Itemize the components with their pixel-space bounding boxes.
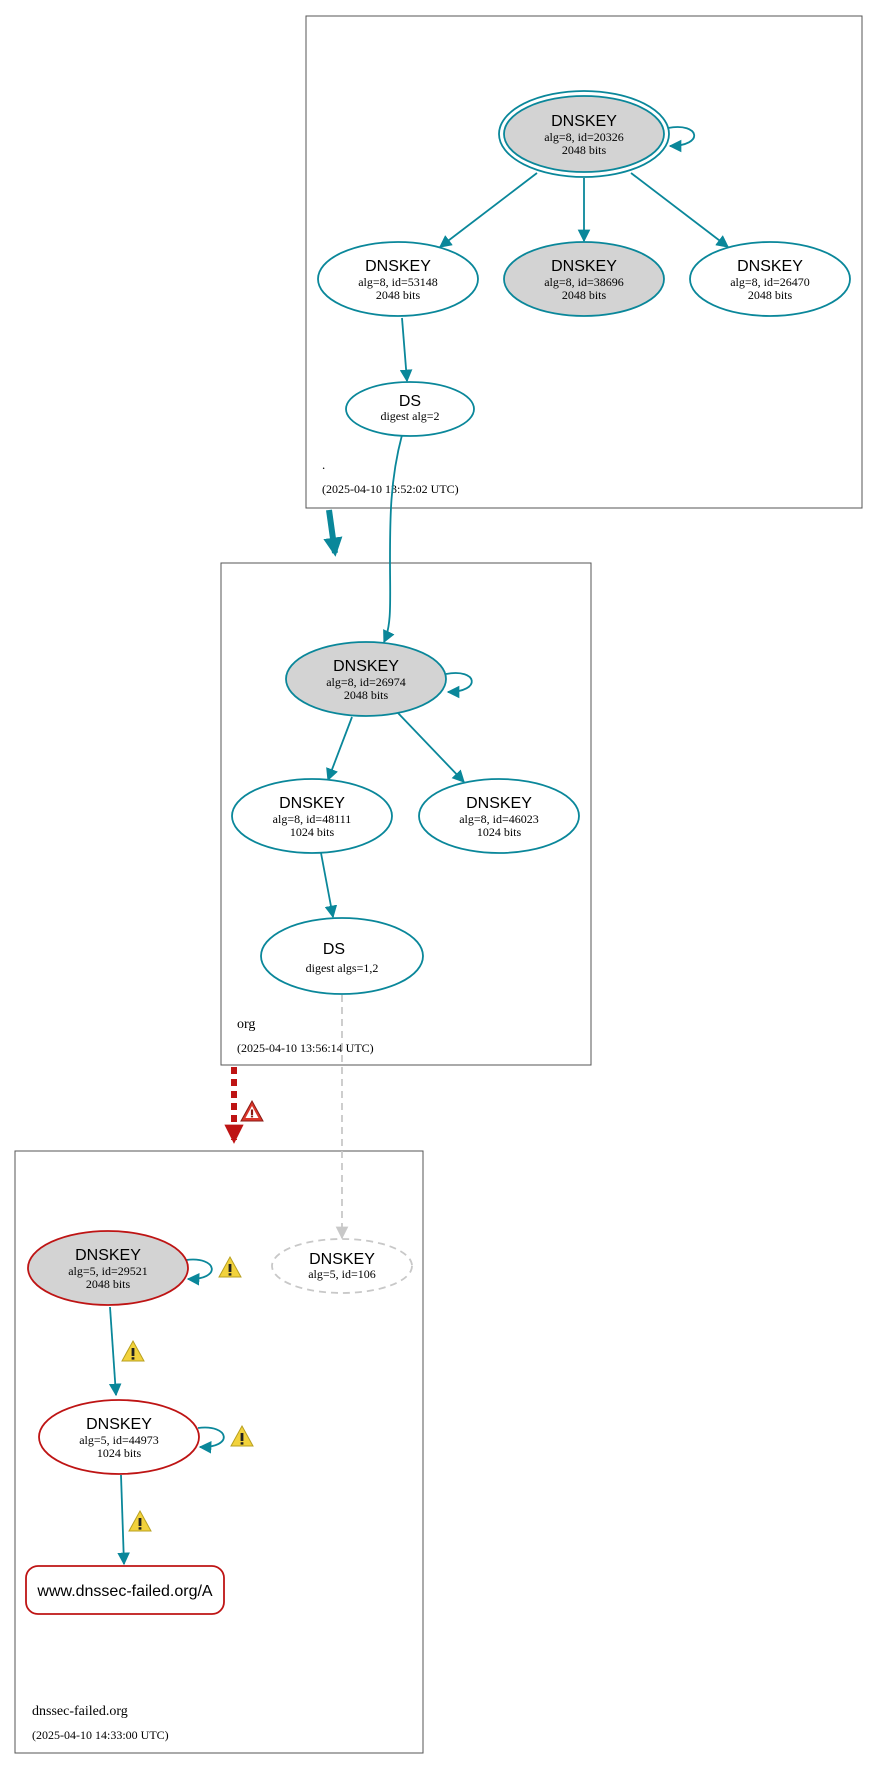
node-title: DNSKEY: [551, 258, 617, 275]
warning-icon: [128, 1510, 152, 1532]
edge-delegation-root-to-org: [323, 509, 343, 557]
node-detail: alg=5, id=44973: [79, 1433, 159, 1447]
node-detail: digest algs=1,2: [306, 961, 379, 975]
edge-failed-zsk-to-rrset: [117, 1474, 130, 1566]
edge-root-ksk-to-26470: [630, 172, 730, 248]
node-org-key-48111[interactable]: DNSKEY alg=8, id=48111 1024 bits: [231, 778, 393, 854]
node-root-ds[interactable]: DS digest alg=2: [345, 381, 475, 437]
edge-root-ds-to-org-ksk: [383, 434, 403, 644]
node-title: DNSKEY: [737, 258, 803, 275]
edge-failed-ksk-to-zsk: [108, 1306, 122, 1397]
zone-org-name: org: [237, 1017, 255, 1032]
node-root-key-53148[interactable]: DNSKEY alg=8, id=53148 2048 bits: [317, 241, 479, 317]
node-detail: 2048 bits: [748, 288, 793, 302]
warning-icon: [230, 1425, 254, 1447]
node-detail: alg=8, id=26470: [730, 275, 810, 289]
node-detail: alg=5, id=106: [308, 1267, 376, 1281]
node-title: DNSKEY: [279, 795, 345, 812]
node-detail: alg=8, id=20326: [544, 130, 624, 144]
node-org-key-46023[interactable]: DNSKEY alg=8, id=46023 1024 bits: [418, 778, 580, 854]
node-detail: digest alg=2: [380, 409, 439, 423]
node-title: DNSKEY: [333, 658, 399, 675]
zone-dnssec-failed: dnssec-failed.org (2025-04-10 14:33:00 U…: [14, 1150, 424, 1754]
node-org-ds[interactable]: DS digest algs=1,2: [260, 917, 424, 995]
edge-org-ksk-to-46023: [397, 712, 465, 783]
node-title: www.dnssec-failed.org/A: [36, 1583, 213, 1600]
warning-icon: [121, 1340, 145, 1362]
node-detail: alg=8, id=38696: [544, 275, 624, 289]
edges: [108, 126, 730, 1566]
node-detail: 2048 bits: [562, 143, 607, 157]
node-detail: 2048 bits: [86, 1277, 131, 1291]
node-detail: alg=8, id=46023: [459, 812, 539, 826]
edge-root-ksk-to-53148: [438, 172, 538, 248]
node-root-key-38696[interactable]: DNSKEY alg=8, id=38696 2048 bits: [503, 241, 665, 317]
zone-root-timestamp: (2025-04-10 13:52:02 UTC): [322, 482, 459, 496]
zone-org: org (2025-04-10 13:56:14 UTC): [220, 562, 592, 1066]
node-title: DNSKEY: [466, 795, 532, 812]
node-title: DNSKEY: [75, 1247, 141, 1264]
zone-root-name: .: [322, 457, 325, 472]
node-title: DS: [323, 941, 345, 958]
node-detail: 2048 bits: [376, 288, 421, 302]
node-title: DNSKEY: [309, 1251, 375, 1268]
zone-root: . (2025-04-10 13:52:02 UTC): [305, 15, 863, 509]
edge-root-53148-to-ds: [399, 317, 413, 383]
node-org-ksk[interactable]: DNSKEY alg=8, id=26974 2048 bits: [285, 641, 447, 717]
node-detail: 1024 bits: [97, 1446, 142, 1460]
node-detail: alg=8, id=48111: [273, 812, 352, 826]
node-title: DNSKEY: [551, 113, 617, 130]
node-failed-ksk[interactable]: DNSKEY alg=5, id=29521 2048 bits: [27, 1230, 189, 1306]
edge-root-ksk-self: [667, 126, 696, 153]
edge-org-ksk-self: [445, 672, 473, 699]
node-failed-missing-key[interactable]: DNSKEY alg=5, id=106: [271, 1238, 413, 1294]
node-failed-rrset[interactable]: www.dnssec-failed.org/A: [25, 1565, 225, 1615]
node-title: DNSKEY: [86, 1416, 152, 1433]
node-root-ksk[interactable]: DNSKEY alg=8, id=20326 2048 bits: [498, 90, 670, 178]
node-detail: alg=8, id=26974: [326, 675, 406, 689]
node-detail: alg=8, id=53148: [358, 275, 438, 289]
node-detail: alg=5, id=29521: [68, 1264, 148, 1278]
warning-icon: [218, 1256, 242, 1278]
edge-org-ksk-to-48111: [326, 716, 353, 782]
edge-failed-ksk-self: [185, 1258, 213, 1286]
node-failed-zsk[interactable]: DNSKEY alg=5, id=44973 1024 bits: [38, 1399, 200, 1475]
edge-org-48111-to-ds: [320, 852, 338, 919]
node-title: DS: [399, 393, 421, 410]
node-root-key-26470[interactable]: DNSKEY alg=8, id=26470 2048 bits: [689, 241, 851, 317]
zone-dnssec-failed-timestamp: (2025-04-10 14:33:00 UTC): [32, 1728, 169, 1742]
edge-failed-zsk-self: [197, 1426, 225, 1454]
node-detail: 1024 bits: [290, 825, 335, 839]
node-detail: 2048 bits: [562, 288, 607, 302]
error-icon: [240, 1100, 264, 1122]
node-detail: 1024 bits: [477, 825, 522, 839]
zone-dnssec-failed-name: dnssec-failed.org: [32, 1704, 128, 1719]
node-title: DNSKEY: [365, 258, 431, 275]
zone-org-timestamp: (2025-04-10 13:56:14 UTC): [237, 1041, 374, 1055]
node-detail: 2048 bits: [344, 688, 389, 702]
